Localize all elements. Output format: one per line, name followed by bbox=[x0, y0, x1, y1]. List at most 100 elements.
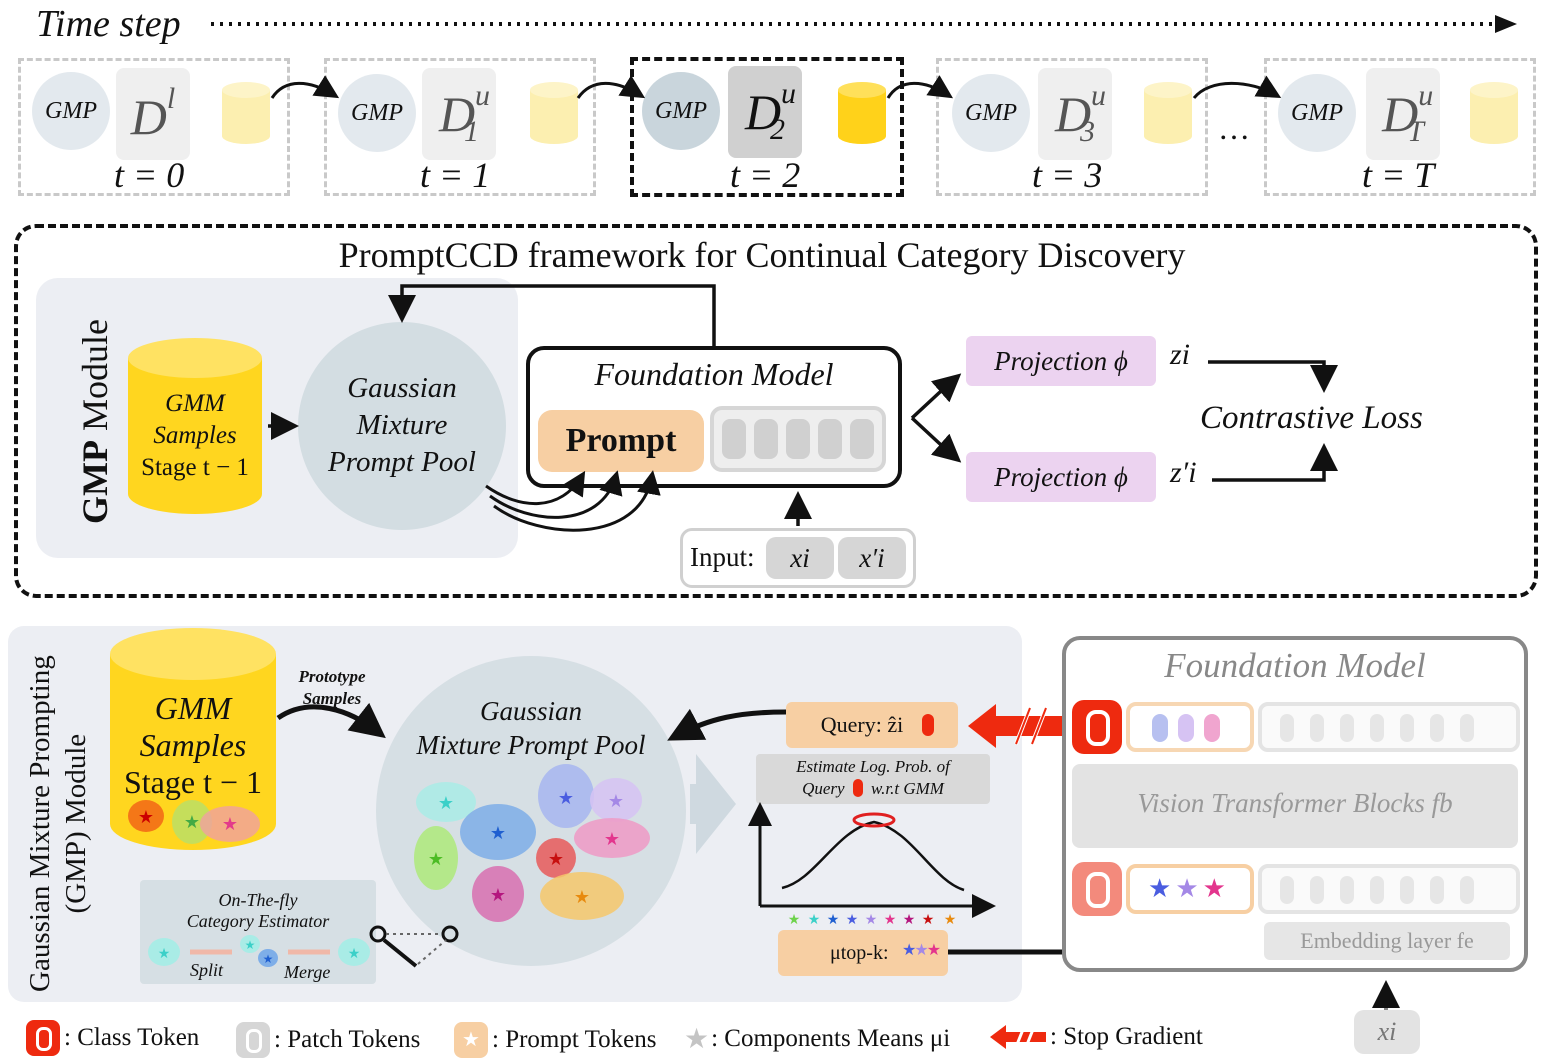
gmm-samples-label: GMM Samples Stage t − 1 bbox=[141, 390, 249, 481]
prompt-token-strip-top bbox=[1126, 702, 1254, 752]
framework-arrows bbox=[268, 284, 1338, 532]
projection-bottom: Projection ϕ bbox=[966, 452, 1156, 502]
estimate-text: Estimate Log. Prob. of Query w.r.t GMM bbox=[796, 757, 950, 798]
t-label: t = 2 bbox=[730, 155, 801, 195]
query-token-icon-small bbox=[852, 779, 863, 797]
framework-box bbox=[14, 224, 1538, 598]
dataset-cylinder-active bbox=[838, 82, 886, 144]
stop-gradient-icon bbox=[990, 1025, 1046, 1049]
gmp-circle: GMP bbox=[952, 74, 1030, 152]
legend-component-means: ★ : Components Means μi bbox=[684, 1024, 951, 1055]
class-token-bottom bbox=[1072, 862, 1122, 916]
legend-stop-gradient: : Stop Gradient bbox=[988, 1022, 1203, 1052]
time-arrow bbox=[211, 15, 1517, 33]
svg-text:★: ★ bbox=[222, 814, 238, 834]
vit-blocks-label: Vision Transformer Blocks fb bbox=[1137, 788, 1453, 818]
time-step-title: Time step bbox=[36, 3, 181, 45]
projection-top: Projection ϕ bbox=[966, 336, 1156, 386]
mu-topk-stars: ★★★ bbox=[902, 942, 941, 959]
prompt-pool-label: Gaussian Mixture Prompt Pool bbox=[328, 372, 476, 478]
step-box-0 bbox=[18, 58, 290, 196]
dataset-card: Du1 bbox=[422, 68, 496, 160]
category-estimator-title: On-The-fly Category Estimator bbox=[186, 890, 330, 931]
svg-text:★: ★ bbox=[608, 791, 624, 811]
svg-text:★: ★ bbox=[490, 823, 506, 843]
class-token-icon bbox=[26, 1020, 60, 1056]
query-token-icon bbox=[922, 714, 934, 736]
gmm-cylinder bbox=[128, 338, 262, 514]
svg-text:★: ★ bbox=[884, 913, 897, 928]
gmp-pool-label: Gaussian Mixture Prompt Pool bbox=[416, 696, 646, 760]
t-label: t = T bbox=[1362, 155, 1435, 195]
svg-text:★: ★ bbox=[604, 829, 620, 849]
patch-token-strip-bottom bbox=[1258, 864, 1520, 914]
legend-class-token: : Class Token bbox=[26, 1020, 199, 1056]
svg-text:★: ★ bbox=[865, 913, 878, 928]
dataset-card: Du2 bbox=[728, 66, 802, 158]
t-label: t = 3 bbox=[1032, 155, 1103, 195]
gmm-cylinder-detail: ★ ★ ★ bbox=[110, 628, 276, 850]
svg-text:★: ★ bbox=[903, 913, 916, 928]
patch-token-strip bbox=[710, 406, 886, 472]
dataset-card: Du3 bbox=[1038, 68, 1112, 160]
svg-text:★: ★ bbox=[490, 885, 506, 905]
svg-text:★: ★ bbox=[922, 913, 935, 928]
legend-prompt-tokens: ★ : Prompt Tokens bbox=[454, 1022, 656, 1058]
class-token-top bbox=[1072, 700, 1122, 754]
gmp-circle: GMP bbox=[1278, 74, 1356, 152]
vit-blocks bbox=[1072, 764, 1518, 848]
prompt-block: Prompt bbox=[538, 410, 704, 472]
contrastive-loss: Contrastive Loss bbox=[1200, 400, 1423, 436]
split-label: Split bbox=[190, 960, 224, 980]
estimate-box bbox=[756, 754, 990, 804]
step-box-2 bbox=[630, 57, 904, 197]
foundation-model-panel-title: Foundation Model bbox=[1164, 646, 1426, 685]
gmp-circle: GMP bbox=[338, 74, 416, 152]
prototype-samples-label: Prototype Samples bbox=[298, 667, 366, 708]
prompt-pool-circle bbox=[298, 322, 506, 530]
t-label: t = 0 bbox=[114, 155, 185, 195]
svg-text:★: ★ bbox=[263, 952, 274, 966]
dataset-card: Dl bbox=[116, 68, 190, 160]
estimator-connector bbox=[369, 925, 459, 968]
svg-text:★: ★ bbox=[438, 793, 454, 813]
framework-title: PromptCCD framework for Continual Catego… bbox=[338, 235, 1186, 275]
gmp-circle: GMP bbox=[642, 72, 720, 150]
svg-text:★: ★ bbox=[428, 849, 444, 869]
svg-text:★: ★ bbox=[548, 849, 564, 869]
svg-text:★: ★ bbox=[558, 788, 574, 808]
input-xi: xi bbox=[766, 537, 834, 579]
dataset-card: DuT bbox=[1366, 68, 1440, 160]
step-box-3 bbox=[936, 58, 1208, 196]
svg-text:★: ★ bbox=[138, 807, 154, 827]
stop-gradient-arrow bbox=[968, 704, 1072, 748]
dataset-cylinder bbox=[1144, 82, 1192, 144]
ellipsis: … bbox=[1218, 110, 1250, 146]
z-i: zi bbox=[1170, 338, 1191, 371]
dataset-cylinder bbox=[530, 82, 578, 144]
patch-token-strip-top bbox=[1258, 702, 1520, 752]
svg-text:★: ★ bbox=[827, 913, 840, 928]
svg-text:★: ★ bbox=[245, 938, 256, 952]
svg-text:★: ★ bbox=[788, 913, 801, 928]
mu-topk-box bbox=[778, 930, 948, 976]
svg-text:★: ★ bbox=[846, 913, 859, 928]
svg-text:★: ★ bbox=[158, 947, 171, 962]
svg-text:★: ★ bbox=[574, 887, 590, 907]
star-icon: ★ bbox=[684, 1024, 710, 1055]
dataset-cylinder bbox=[1470, 82, 1518, 144]
category-estimator-box bbox=[140, 880, 376, 984]
gmp-circle: GMP bbox=[32, 72, 110, 150]
step-box-1 bbox=[324, 58, 596, 196]
t-label: t = 1 bbox=[420, 155, 491, 195]
gaussian-components: ★ ★ ★ ★ ★ ★ ★ ★ ★ bbox=[414, 764, 650, 922]
svg-text:★: ★ bbox=[348, 947, 361, 962]
timeline-arrows bbox=[270, 75, 1282, 100]
svg-text:★: ★ bbox=[808, 913, 821, 928]
z-i-prime: z′i bbox=[1170, 456, 1197, 489]
mu-topk-label: μtop-k: bbox=[830, 942, 889, 964]
legend-patch-tokens: : Patch Tokens bbox=[236, 1022, 420, 1058]
foundation-input: xi bbox=[1354, 1010, 1420, 1054]
svg-text:★: ★ bbox=[944, 913, 957, 928]
flow-chevron bbox=[690, 754, 736, 854]
